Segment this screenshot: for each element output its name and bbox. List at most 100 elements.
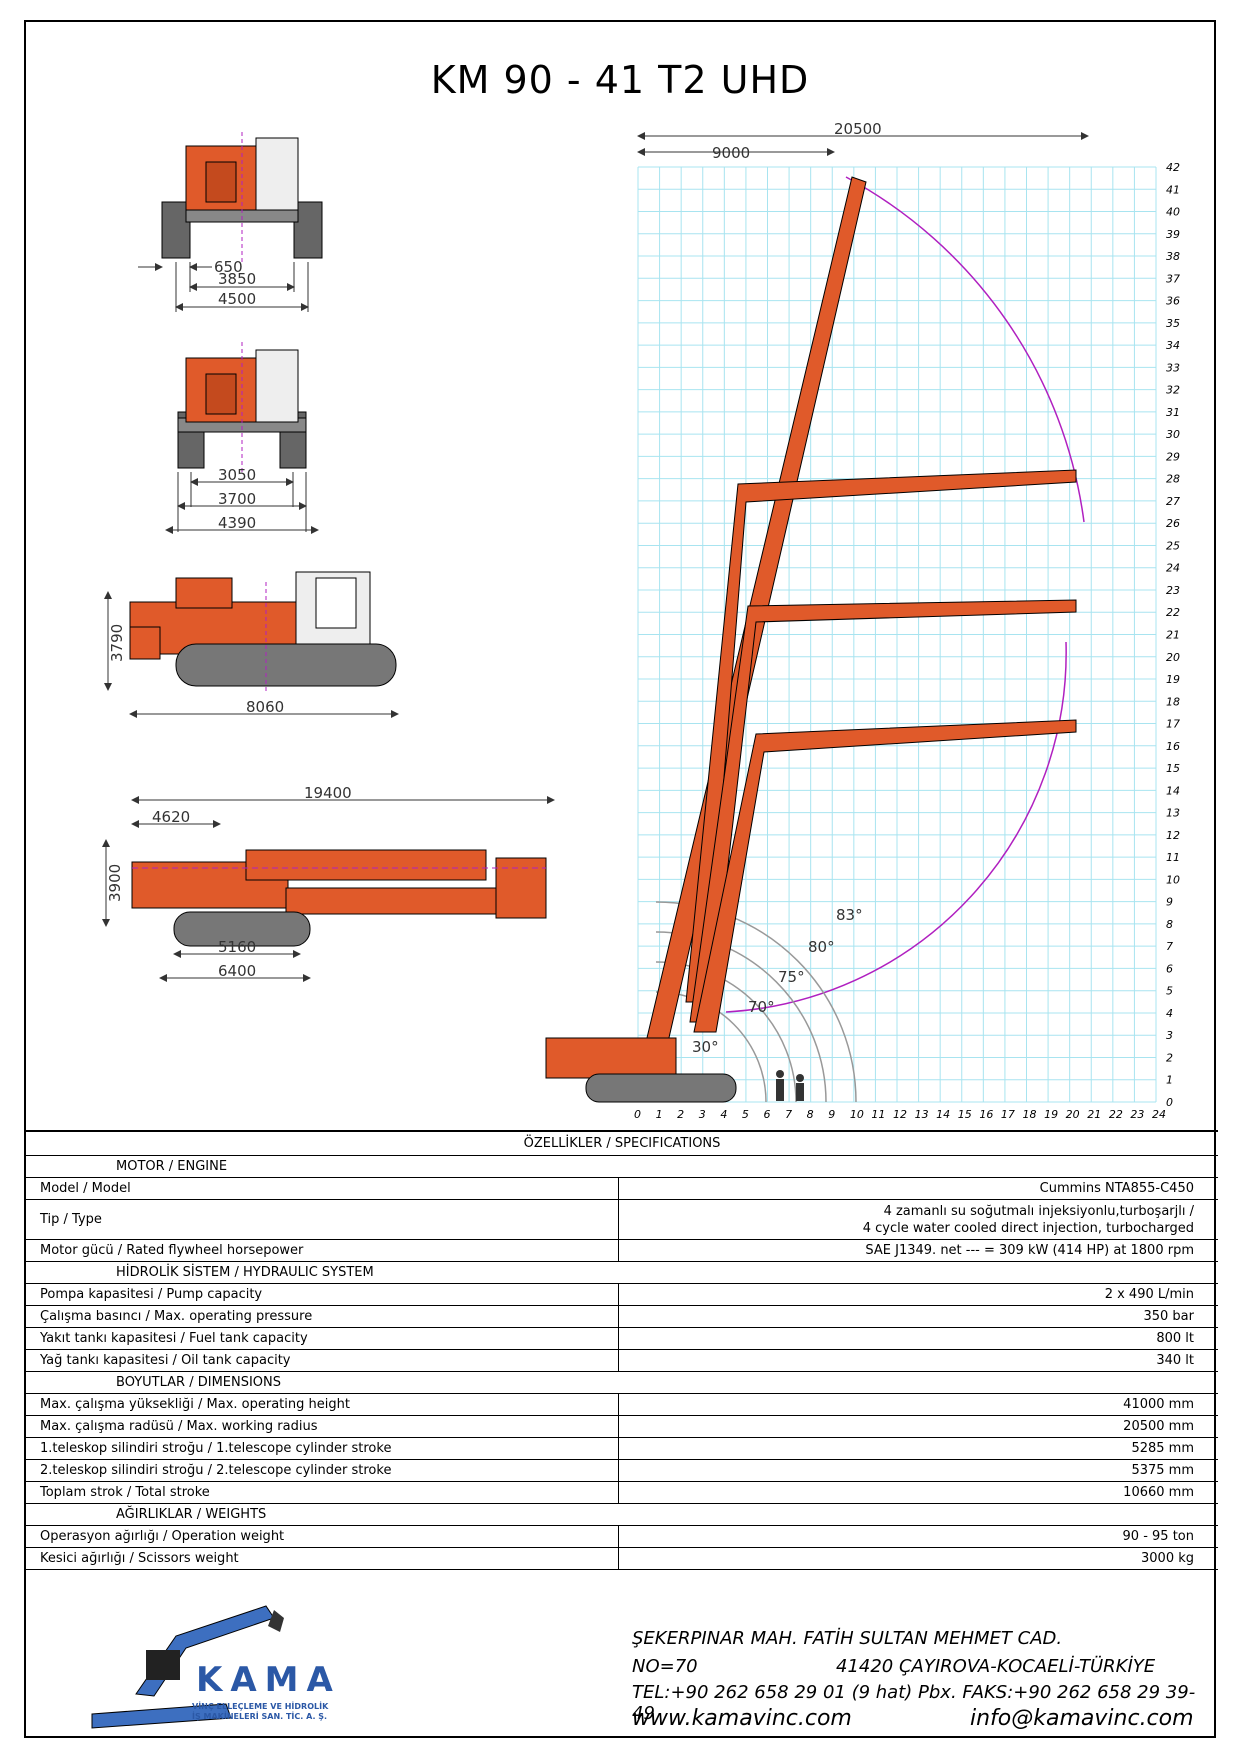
address-line: ŞEKERPINAR MAH. FATİH SULTAN MEHMET CAD.: [632, 1628, 1063, 1649]
x-tick-label: 4: [720, 1108, 727, 1121]
footer: KAMA VİNÇ ELLEÇLEME VE HİDROLİK İŞ MAKİN…: [26, 1596, 1214, 1740]
x-tick-label: 14: [936, 1108, 950, 1121]
y-tick-label: 40: [1166, 206, 1180, 219]
x-tick-label: 0: [634, 1108, 641, 1121]
y-tick-label: 32: [1166, 384, 1180, 397]
spec-value: 90 - 95 ton: [1122, 1529, 1194, 1544]
y-tick-label: 20: [1166, 651, 1180, 664]
spec-key: Model / Model: [26, 1178, 619, 1199]
spec-key: Yağ tankı kapasitesi / Oil tank capacity: [26, 1350, 619, 1371]
x-tick-label: 13: [915, 1108, 929, 1121]
drawings: 650 3850 4500 3050 3700 4390: [102, 120, 1180, 1121]
logo-sub-1: VİNÇ ELLEÇLEME VE HİDROLİK: [192, 1702, 329, 1711]
y-tick-label: 41: [1166, 183, 1180, 196]
spec-value: 340 lt: [1156, 1353, 1194, 1368]
dim-gauge-2: 3050: [218, 466, 256, 484]
dim-overall-width-2: 4390: [218, 514, 256, 532]
reach-booms: [545, 176, 1077, 1103]
y-tick-label: 39: [1166, 228, 1180, 241]
spec-key: 1.teleskop silindiri stroğu / 1.telescop…: [26, 1438, 619, 1459]
spec-value: 3000 kg: [1141, 1551, 1194, 1566]
y-tick-label: 19: [1166, 673, 1180, 686]
x-tick-label: 15: [958, 1108, 972, 1121]
y-tick-label: 3: [1166, 1029, 1173, 1042]
x-tick-label: 1: [656, 1108, 663, 1121]
spec-value: 5375 mm: [1131, 1463, 1194, 1478]
transport-view-machine: [131, 849, 547, 947]
spec-value: 2 x 490 L/min: [1104, 1287, 1194, 1302]
address-no: NO=70: [632, 1656, 698, 1677]
dim-transport-length: 19400: [304, 784, 352, 802]
dim-gauge-1: 3850: [218, 270, 256, 288]
y-tick-label: 11: [1166, 851, 1180, 864]
x-tick-label: 12: [893, 1108, 907, 1121]
y-tick-label: 10: [1166, 873, 1180, 886]
x-tick-label: 5: [742, 1108, 749, 1121]
y-tick-label: 26: [1166, 517, 1180, 530]
y-tick-label: 33: [1166, 361, 1180, 374]
spec-value: 4 zamanlı su soğutmalı injeksiyonlu,turb…: [862, 1203, 1194, 1236]
angle-80: 80°: [808, 938, 835, 956]
address-city: 41420 ÇAYIROVA-KOCAELİ-TÜRKİYE: [836, 1656, 1156, 1677]
dim-transport-track-1: 5160: [218, 938, 256, 956]
x-tick-label: 19: [1044, 1108, 1058, 1121]
logo-name: KAMA: [196, 1660, 341, 1700]
x-tick-label: 6: [764, 1108, 771, 1121]
y-tick-label: 24: [1166, 562, 1180, 575]
x-tick-label: 3: [699, 1108, 706, 1121]
section-engine: MOTOR / ENGINE: [26, 1156, 1218, 1178]
dim-side-height: 3790: [108, 624, 126, 662]
reach-people: [776, 1070, 804, 1101]
specifications-table: ÖZELLİKLER / SPECIFICATIONS MOTOR / ENGI…: [26, 1130, 1218, 1570]
x-tick-label: 24: [1152, 1108, 1166, 1121]
spec-value: 41000 mm: [1123, 1397, 1194, 1412]
dim-overall-width-1: 4500: [218, 290, 256, 308]
x-tick-label: 16: [979, 1108, 993, 1121]
y-tick-label: 42: [1166, 161, 1180, 174]
y-tick-label: 14: [1166, 784, 1180, 797]
spec-header: ÖZELLİKLER / SPECIFICATIONS: [26, 1132, 1218, 1156]
y-tick-label: 0: [1166, 1096, 1173, 1109]
front-view-narrow-tracks: [177, 342, 307, 532]
y-tick-label: 22: [1166, 606, 1180, 619]
y-tick-label: 35: [1166, 317, 1180, 330]
x-tick-label: 18: [1023, 1108, 1037, 1121]
y-tick-label: 21: [1166, 629, 1180, 642]
y-tick-label: 2: [1166, 1051, 1173, 1064]
y-tick-label: 7: [1166, 940, 1173, 953]
y-tick-label: 16: [1166, 740, 1180, 753]
dim-transport-front: 4620: [152, 808, 190, 826]
spec-key: 2.teleskop silindiri stroğu / 2.telescop…: [26, 1460, 619, 1481]
angle-83: 83°: [836, 906, 863, 924]
angle-75: 75°: [778, 968, 805, 986]
dim-track-span-2: 3700: [218, 490, 256, 508]
logo-sub-2: İŞ MAKİNELERİ SAN. TİC. A. Ş.: [192, 1712, 328, 1721]
y-tick-label: 5: [1166, 985, 1173, 998]
y-tick-label: 31: [1166, 406, 1180, 419]
y-tick-label: 8: [1166, 918, 1173, 931]
y-tick-label: 15: [1166, 762, 1180, 775]
side-view-machine: [129, 571, 397, 692]
y-tick-label: 38: [1166, 250, 1180, 263]
spec-key: Yakıt tankı kapasitesi / Fuel tank capac…: [26, 1328, 619, 1349]
x-tick-label: 2: [677, 1108, 684, 1121]
section-hydraulic: HİDROLİK SİSTEM / HYDRAULIC SYSTEM: [26, 1262, 1218, 1284]
y-tick-label: 34: [1166, 339, 1180, 352]
y-tick-label: 27: [1166, 495, 1180, 508]
section-dimensions: BOYUTLAR / DIMENSIONS: [26, 1372, 1218, 1394]
y-tick-label: 6: [1166, 962, 1173, 975]
x-tick-label: 17: [1001, 1108, 1015, 1121]
spec-value: 20500 mm: [1123, 1419, 1194, 1434]
spec-key: Max. çalışma yüksekliği / Max. operating…: [26, 1394, 619, 1415]
spec-key: Tip / Type: [26, 1200, 619, 1239]
email-link[interactable]: info@kamavinc.com: [970, 1706, 1194, 1731]
front-view-wide-tracks: [161, 132, 323, 312]
y-tick-label: 1: [1166, 1074, 1173, 1087]
website-link[interactable]: www.kamavinc.com: [632, 1706, 852, 1731]
section-weights: AĞIRLIKLAR / WEIGHTS: [26, 1504, 1218, 1526]
x-tick-label: 11: [871, 1108, 885, 1121]
x-tick-label: 9: [828, 1108, 835, 1121]
spec-value: Cummins NTA855-C450: [1039, 1181, 1194, 1196]
logo-machine-icon: [91, 1605, 284, 1729]
